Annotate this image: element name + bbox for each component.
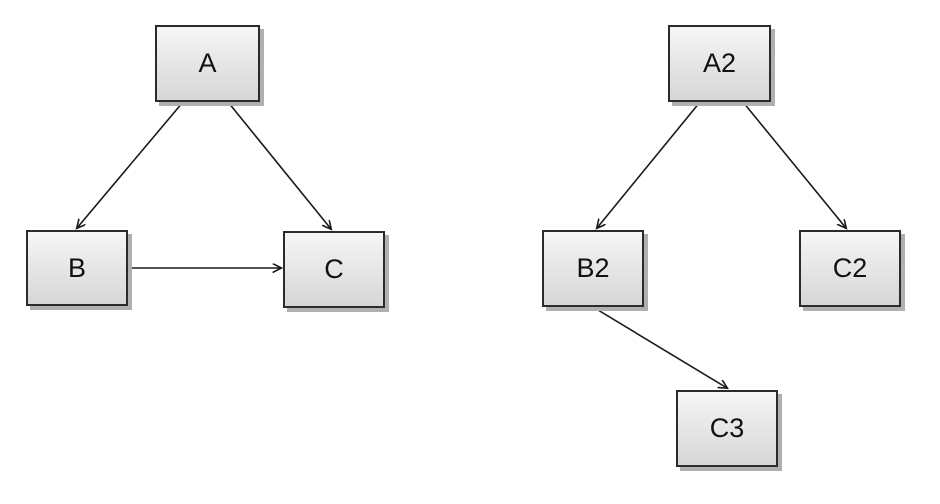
node-A: A bbox=[155, 25, 260, 102]
node-B2: B2 bbox=[542, 230, 644, 307]
node-C: C bbox=[283, 231, 385, 308]
edge-A2-B2 bbox=[597, 101, 701, 228]
node-C3: C3 bbox=[676, 390, 778, 467]
edge-A-B bbox=[77, 101, 184, 228]
node-A2: A2 bbox=[668, 25, 771, 102]
edge-A2-C2 bbox=[742, 101, 846, 228]
edge-A-C bbox=[227, 101, 331, 229]
edge-B2-C3 bbox=[592, 306, 727, 388]
node-B: B bbox=[26, 230, 128, 306]
node-C2: C2 bbox=[799, 230, 901, 307]
